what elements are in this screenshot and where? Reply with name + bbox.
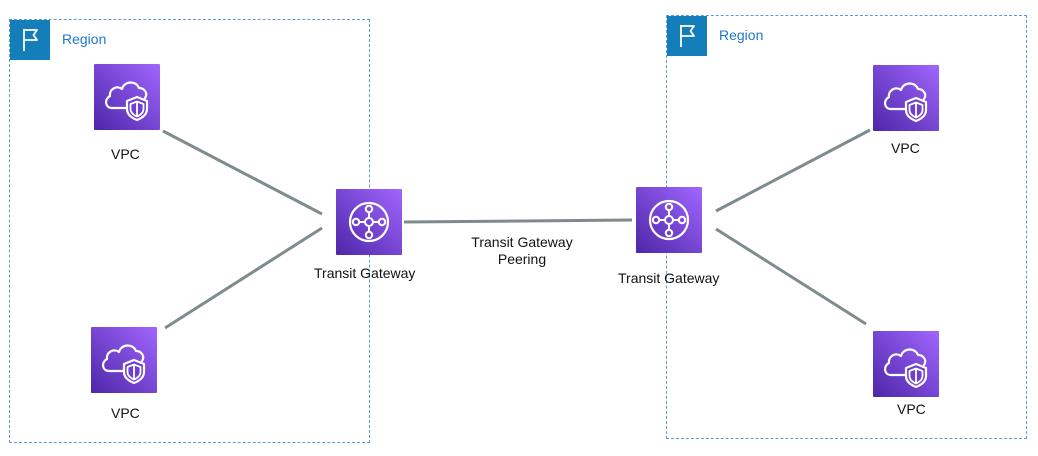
peering-label-line1: Transit Gateway: [471, 234, 573, 250]
tgw-right-label: Transit Gateway: [618, 270, 720, 286]
vpc-right-bottom-label: VPC: [897, 401, 926, 417]
region-flag-icon: [10, 20, 50, 60]
edge-tgw-peering: [403, 218, 633, 224]
peering-label-line2: Peering: [497, 251, 547, 267]
transit-gateway-icon[interactable]: [636, 187, 702, 253]
edge-vpc-left-bottom-to-tgw-left: [164, 226, 323, 330]
region-label: Region: [719, 27, 764, 43]
vpc-left-bottom-label: VPC: [111, 405, 140, 421]
edge-vpc-left-top-to-tgw-left: [162, 129, 323, 216]
peering-label: Transit Gateway Peering: [462, 234, 582, 268]
edge-tgw-right-to-vpc-right-bottom: [715, 227, 867, 326]
edge-tgw-right-to-vpc-right-top: [715, 128, 871, 213]
region-label: Region: [62, 31, 107, 47]
vpc-left-top-label: VPC: [111, 146, 140, 162]
region-right: Region: [666, 15, 1027, 439]
transit-gateway-icon[interactable]: [336, 189, 402, 255]
region-flag-icon: [667, 16, 707, 56]
vpc-icon[interactable]: [873, 331, 939, 397]
tgw-left-label: Transit Gateway: [314, 265, 416, 281]
vpc-icon[interactable]: [94, 64, 160, 130]
vpc-icon[interactable]: [873, 65, 939, 131]
region-left: Region: [9, 19, 370, 443]
vpc-right-top-label: VPC: [891, 140, 920, 156]
vpc-icon[interactable]: [91, 327, 157, 393]
